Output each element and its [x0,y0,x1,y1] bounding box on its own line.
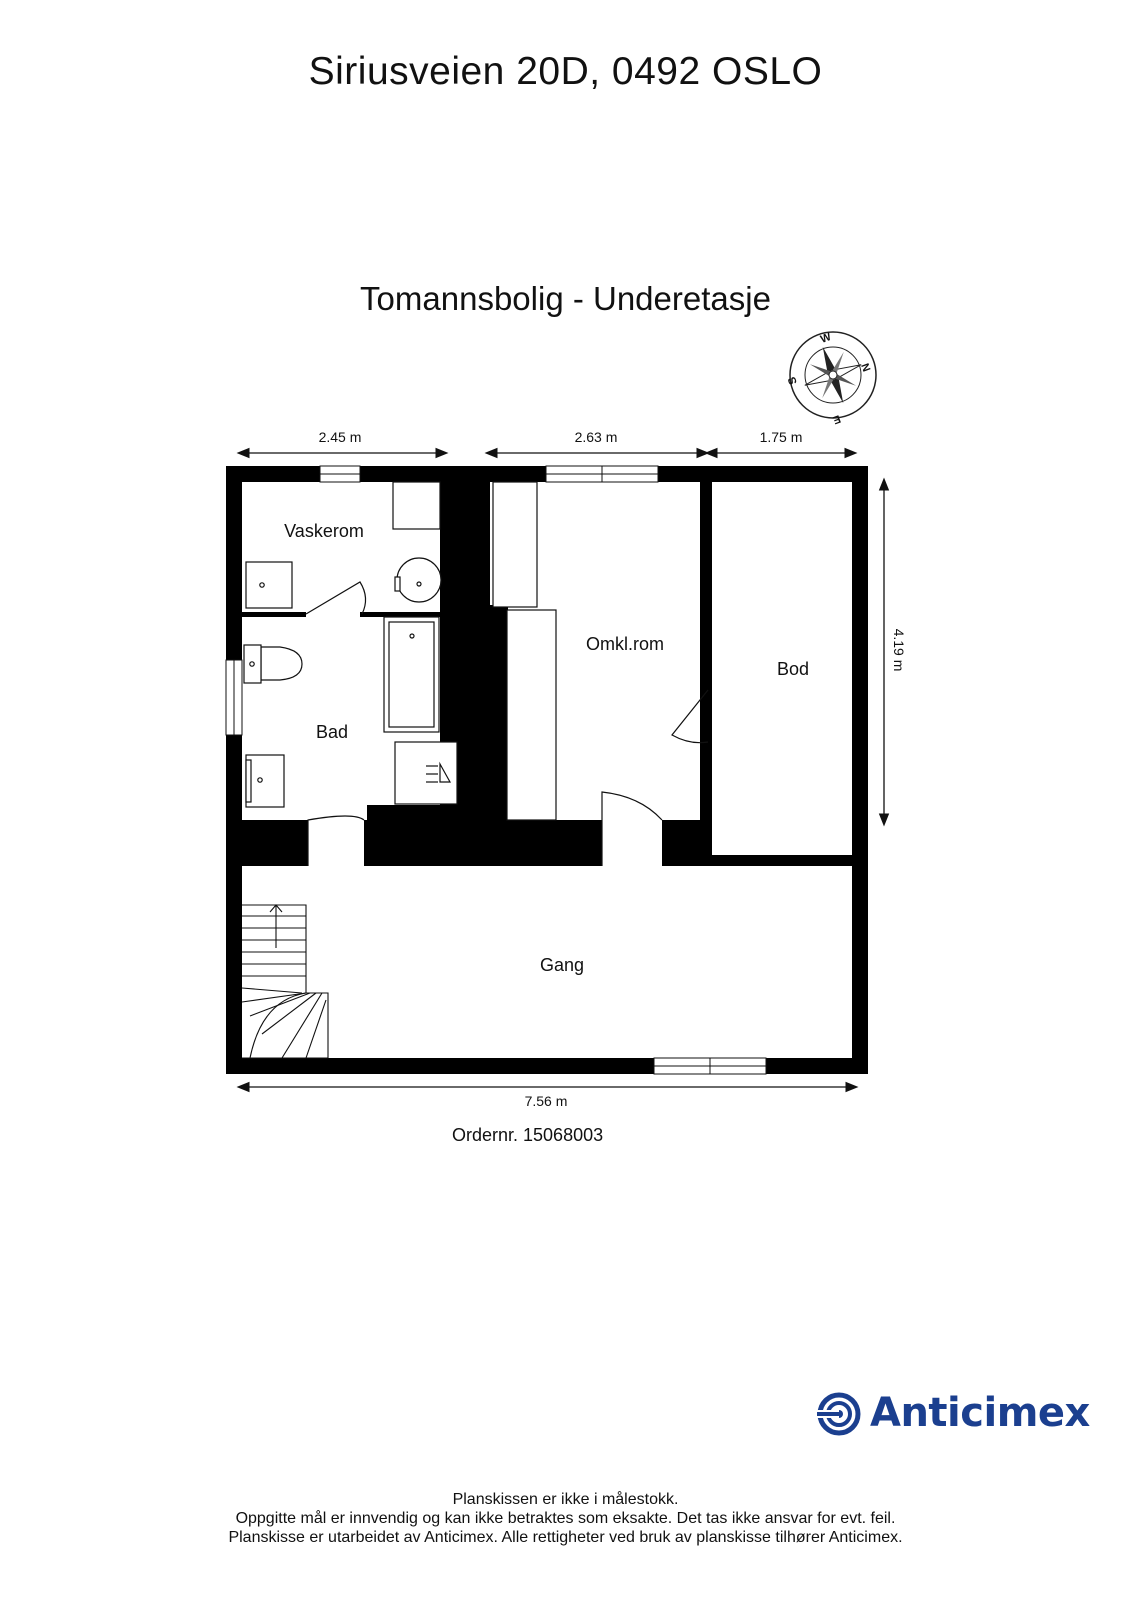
room-label-gang: Gang [540,955,584,975]
room-label-bad: Bad [316,722,348,742]
footer-line-1: Planskissen er ikke i målestokk. [452,1491,679,1508]
address-title: Siriusveien 20D, 0492 OSLO [308,50,823,93]
doors [305,581,709,866]
walls [226,466,868,1074]
compass-icon: W N E S [786,331,877,426]
stairs [241,904,329,1059]
dim-right: 4.19 m [891,629,907,672]
room-label-omkl-rom: Omkl.rom [586,634,664,654]
compass-n: N [858,362,872,374]
anticimex-logo-text: Anticimex [870,1390,1090,1436]
anticimex-logo-icon [815,1392,861,1436]
dim-top-middle: 2.63 m [575,429,618,445]
floor-plan-title: Tomannsbolig - Underetasje [360,280,771,317]
footer-disclaimer: Planskissen er ikke i målestokk. Oppgitt… [0,1490,1131,1547]
compass-s: S [786,375,800,386]
fixtures [243,481,557,821]
dim-top-right: 1.75 m [760,429,803,445]
footer-line-2: Oppgitte mål er innvendig og kan ikke be… [235,1510,896,1527]
dim-top-left: 2.45 m [319,429,362,445]
dimension-lines [236,447,890,1093]
footer-line-3: Planskisse er utarbeidet av Anticimex. A… [228,1529,903,1546]
dim-bottom: 7.56 m [525,1093,568,1109]
order-number: Ordernr. 15068003 [452,1125,604,1145]
compass-w: W [819,331,833,346]
room-label-vaskerom: Vaskerom [284,521,364,541]
windows [225,465,767,1075]
compass-e: E [831,412,842,426]
anticimex-logo: Anticimex [815,1390,1090,1440]
room-label-bod: Bod [777,659,809,679]
